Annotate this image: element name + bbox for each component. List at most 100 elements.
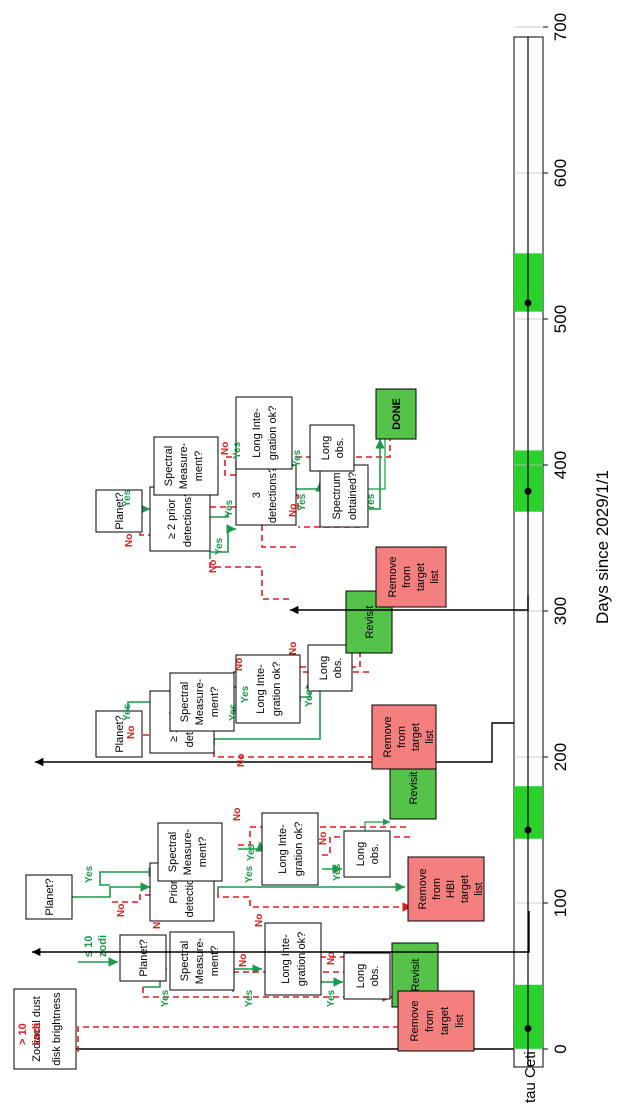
edge-label: Yes	[246, 843, 257, 861]
svg-text:disk brightness: disk brightness	[51, 992, 63, 1066]
edge-label: No	[208, 560, 219, 573]
edge-label: zodi	[31, 1023, 43, 1045]
node-zodiacal-brightness: Zodiacal dust disk brightness	[13, 988, 77, 1070]
edge-label: Yes	[122, 489, 133, 507]
edge-label: No	[326, 952, 337, 965]
timeline-connector	[32, 911, 530, 957]
edge-label: No	[254, 914, 265, 927]
edge-label: No	[288, 642, 299, 655]
edge-label: Yes	[244, 865, 255, 883]
node-text: detections?	[182, 491, 194, 547]
node-revisit: Revisit	[389, 756, 437, 820]
node-long-integration: Long Inte- gration ok?	[264, 922, 322, 996]
axis-tick-label: 400	[551, 451, 570, 479]
edge-label: Yes	[214, 537, 225, 555]
timeline-connector	[35, 722, 514, 767]
edge-label: Yes	[122, 703, 133, 721]
node-text: Revisit	[408, 771, 420, 804]
edge-label: Yes	[292, 449, 303, 467]
node-text: Long Inte-	[280, 934, 292, 984]
edge-label: No	[152, 916, 163, 929]
node-text: list	[424, 730, 436, 743]
node-remove: Remove from target list	[375, 546, 447, 608]
node-text: Planet?	[114, 715, 126, 752]
node-text: list	[473, 882, 485, 895]
node-text: Spectrum	[331, 472, 343, 519]
node-text: Revisit	[410, 958, 422, 991]
node-text: target	[410, 723, 422, 751]
node-text: Spectral	[163, 446, 175, 486]
axis-tick-label: 0	[551, 1044, 570, 1053]
node-text: Long	[355, 964, 367, 988]
edge-label: Yes	[240, 685, 251, 703]
node-text: Remove	[409, 1001, 421, 1042]
node-text: from	[431, 878, 443, 900]
edge-label: > 10	[17, 1023, 29, 1045]
node-spectral: Spectral Measure- ment?	[169, 672, 235, 732]
observation-leaders	[0, 1101, 6, 1107]
node-text: Revisit	[364, 605, 376, 638]
node-text: Long Inte-	[277, 824, 289, 874]
axis-tick-label: 200	[551, 743, 570, 771]
node-text: Measure-	[182, 828, 194, 875]
row-label: tau Ceti	[522, 1051, 539, 1103]
edge-label: ≤ 10	[83, 936, 95, 957]
node-remove: Remove from target list	[397, 990, 475, 1052]
node-text: list	[454, 1014, 466, 1027]
edge-label: No	[126, 726, 137, 739]
node-text: Long	[320, 436, 332, 460]
node-text: Remove	[417, 869, 429, 910]
node-long-integration: Long Inte- gration ok?	[235, 396, 293, 470]
node-done: DONE	[375, 388, 417, 440]
node-text: ment?	[209, 687, 221, 718]
node-text: 3	[251, 492, 263, 498]
flowchart-obs3: Planet? ≥ 1 prior detection? Spectral Me…	[35, 590, 514, 770]
node-text: Planet?	[44, 878, 56, 915]
node-remove: Remove from target list	[371, 704, 437, 770]
edge-label: Yes	[304, 689, 315, 707]
node-text: Long	[318, 656, 330, 680]
node-text: Long Inte-	[251, 408, 263, 458]
node-text: DONE	[391, 398, 403, 430]
node-long-integration: Long Inte- gration ok?	[235, 654, 301, 724]
edge-label: Yes	[297, 493, 308, 511]
node-text: obs.	[369, 966, 381, 987]
node-text: Zodiacal dust	[31, 996, 43, 1061]
node-text: Measure-	[194, 937, 206, 984]
edge-label: Yes	[224, 499, 235, 517]
node-text: gration ok?	[296, 932, 308, 986]
node-text: target	[459, 875, 471, 903]
node-text: gration ok?	[267, 406, 279, 460]
node-text: obs.	[369, 844, 381, 865]
edge-label: No	[288, 504, 299, 517]
axis-tick-label: 100	[551, 889, 570, 917]
axis-tick-label: 500	[551, 305, 570, 333]
node-text: disk brightness	[51, 992, 63, 1066]
node-spectral: Spectral Measure- ment?	[169, 931, 235, 991]
edge-label: No	[116, 904, 127, 917]
node-text: Long	[355, 842, 367, 866]
node-planet: Planet?	[25, 874, 73, 920]
node-long-obs: Long obs.	[343, 952, 391, 1000]
node-text: obs.	[334, 438, 346, 459]
edge-label: Yes	[332, 863, 343, 881]
axis-title: Days since 2029/1/1	[593, 470, 612, 624]
node-text: Spectral	[179, 941, 191, 981]
node-remove-hbi: Remove from HBI target list	[407, 856, 485, 922]
edge-label: No	[220, 442, 231, 455]
node-long-integration: Long Inte- gration ok?	[261, 812, 319, 886]
node-long-obs: Long obs.	[307, 644, 353, 692]
node-text: Spectral	[179, 682, 191, 722]
node-prior-detections: ≥ 2 prior detections?	[149, 486, 211, 552]
node-text: target	[439, 1007, 451, 1035]
node-text: obtained?	[347, 472, 359, 520]
axis-tick-label: 600	[551, 159, 570, 187]
node-text: from	[401, 566, 413, 588]
node-text: list	[429, 570, 441, 583]
node-text: Prior	[168, 880, 180, 904]
node-text: Long Inte-	[255, 664, 267, 714]
node-text: Planet?	[114, 492, 126, 529]
node-planet: Planet?	[119, 934, 167, 982]
